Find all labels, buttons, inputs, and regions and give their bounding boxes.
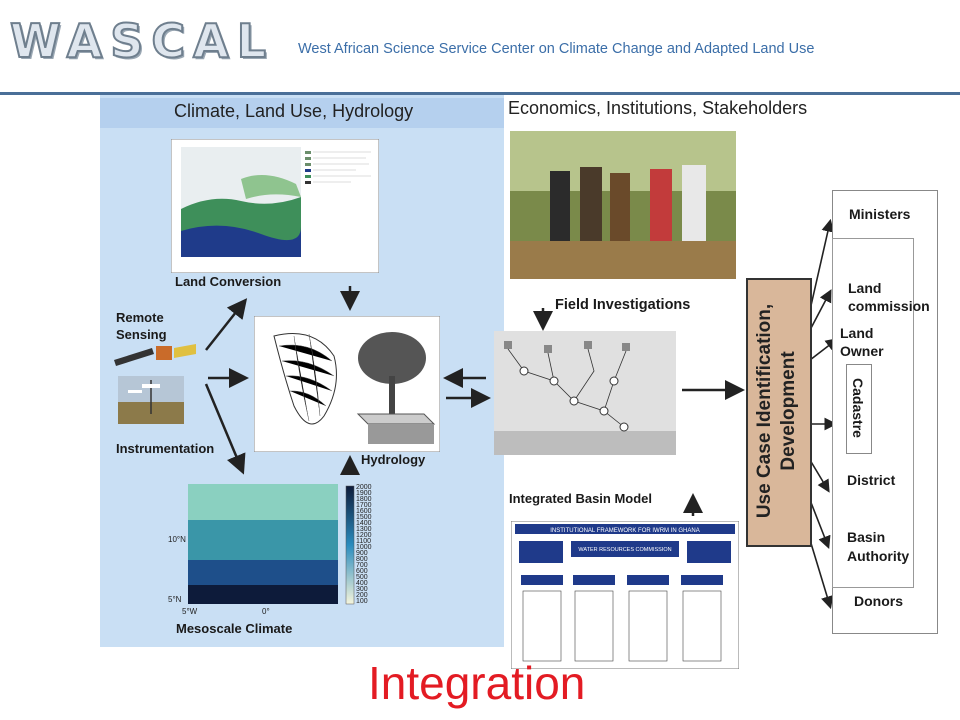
field-investigation-photo: [510, 131, 736, 279]
colorbar-tick-label: 1400: [356, 520, 372, 527]
framework-title: INSTITUTIONAL FRAMEWORK FOR IWRM IN GHAN…: [550, 528, 699, 534]
integration-title: Integration: [368, 657, 586, 709]
stakeholder-donors: Donors: [854, 593, 903, 609]
hydrology-label: Hydrology: [361, 452, 426, 467]
colorbar-tick-label: 1500: [356, 514, 372, 521]
colorbar-tick-label: 100: [356, 598, 368, 605]
framework-center: WATER RESOURCES COMMISSION: [578, 547, 671, 553]
hydrology-model-figure: [254, 316, 440, 452]
stakeholder-cadastre: Cadastre: [850, 378, 867, 438]
use-case-label: Use Case Identification, Development: [754, 303, 799, 518]
field-investigations-label: Field Investigations: [555, 297, 691, 313]
colorbar-tick-label: 600: [356, 568, 368, 575]
use-case-box: [746, 278, 812, 547]
colorbar-tick-label: 900: [356, 550, 368, 557]
stakeholder-ministers: Ministers: [849, 206, 911, 222]
basin-network-diagram: [494, 331, 676, 455]
stakeholder-inner-frame: [832, 238, 914, 588]
colorbar-tick-label: 700: [356, 562, 368, 569]
colorbar-tick-label: 400: [356, 580, 368, 587]
satellite-icon: [114, 344, 196, 366]
lon-tick-0: 0°: [262, 607, 270, 616]
stakeholder-basin-authority: Basin Authority: [847, 529, 910, 564]
colorbar-tick-label: 1000: [356, 544, 372, 551]
mesoscale-climate-label: Mesoscale Climate: [176, 621, 293, 636]
land-cover-map: [171, 139, 379, 273]
colorbar-tick-label: 1900: [356, 490, 372, 497]
colorbar-tick-label: 200: [356, 592, 368, 599]
climate-panel-title: Climate, Land Use, Hydrology: [174, 101, 414, 121]
lon-tick-5w: 5°W: [182, 607, 198, 616]
stakeholder-district: District: [847, 472, 896, 488]
wascal-logo: WASCAL: [9, 14, 275, 68]
header-divider: [0, 92, 960, 95]
stakeholder-land-commission: Land commission: [848, 280, 930, 314]
use-case-container: Use Case Identification, Development: [746, 278, 808, 543]
colorbar-tick-label: 1300: [356, 526, 372, 533]
remote-sensing-label: Remote Sensing: [116, 310, 167, 342]
header-subtitle: West African Science Service Center on C…: [298, 41, 815, 57]
land-conversion-label: Land Conversion: [175, 274, 282, 289]
economics-title: Economics, Institutions, Stakeholders: [508, 98, 808, 118]
lat-tick-5n: 5°N: [168, 595, 182, 604]
colorbar-tick-label: 800: [356, 556, 368, 563]
colorbar-tick-label: 1200: [356, 532, 372, 539]
stakeholder-land-owner: Land Owner: [840, 325, 884, 359]
climate-panel-header: [100, 98, 504, 128]
mesoscale-climate-map: 2000190018001700160015001400130012001100…: [166, 480, 376, 620]
colorbar-tick-label: 300: [356, 586, 368, 593]
colorbar-tick-label: 1800: [356, 496, 372, 503]
lat-tick-10n: 10°N: [168, 535, 186, 544]
colorbar-tick-label: 1700: [356, 502, 372, 509]
colorbar-tick-label: 500: [356, 574, 368, 581]
cadastre-box: [846, 364, 872, 454]
instrumentation-label: Instrumentation: [116, 441, 215, 456]
colorbar-tick-label: 2000: [356, 484, 372, 491]
instrumentation-photo: [118, 376, 184, 424]
cadastre-container: Cadastre: [846, 364, 870, 452]
integrated-basin-model-label: Integrated Basin Model: [509, 491, 653, 506]
institutional-framework-chart: INSTITUTIONAL FRAMEWORK FOR IWRM IN GHAN…: [511, 521, 739, 669]
colorbar-tick-label: 1600: [356, 508, 372, 515]
colorbar-tick-label: 1100: [356, 538, 371, 545]
